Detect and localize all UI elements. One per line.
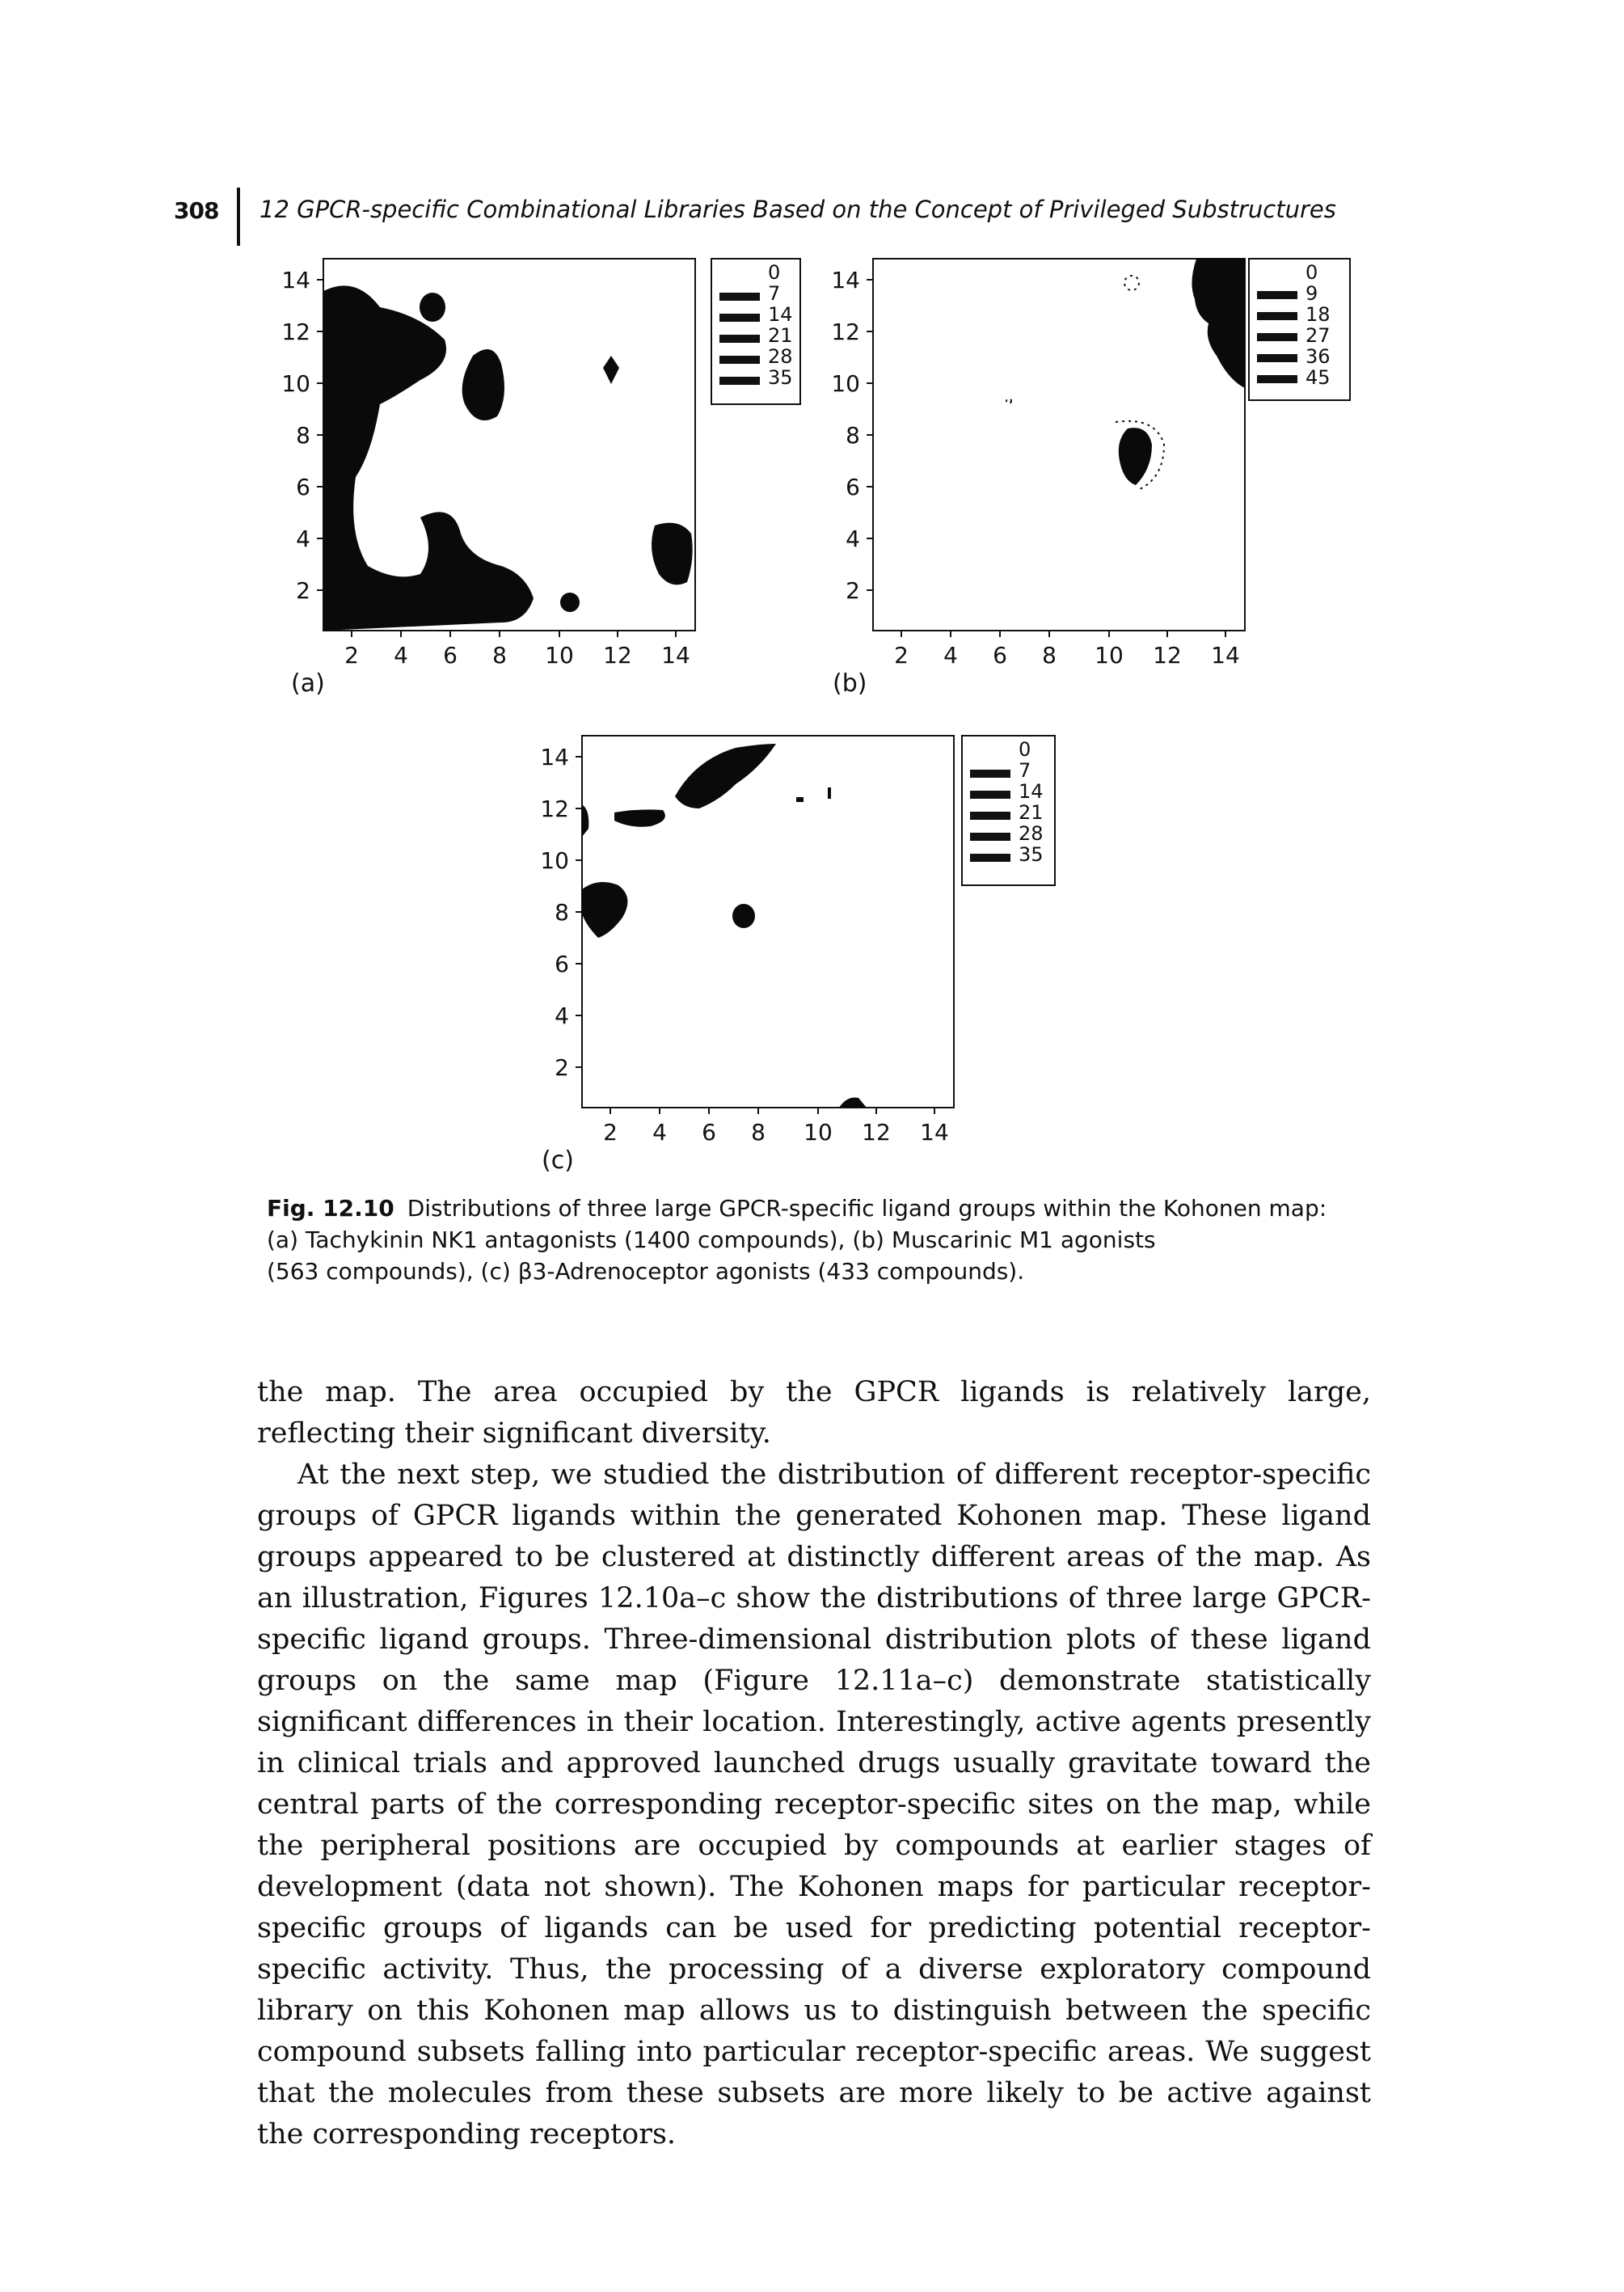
- x-axis: 2 4 6 8 10 12 14: [603, 1108, 949, 1146]
- y-tick-label: 8: [555, 899, 569, 926]
- x-tick-label: 2: [344, 642, 359, 669]
- panel-label: (c): [542, 1146, 574, 1175]
- running-head: 308 12 GPCR-specific Combinational Libra…: [174, 188, 1467, 246]
- y-tick-label: 12: [831, 319, 860, 345]
- chapter-title: 12 GPCR-specific Combinational Libraries…: [259, 196, 1336, 223]
- x-tick-label: 2: [603, 1119, 618, 1146]
- x-tick-label: 4: [943, 642, 958, 669]
- legend: 0 9 18 27 36 45: [1248, 258, 1351, 401]
- legend-label: 0: [1306, 261, 1318, 284]
- kohonen-map-panel-c: 14 12 10 8 6 4 2 2 4 6 8 10 12 14 (c): [540, 735, 1056, 1175]
- density-regions: [582, 744, 867, 1108]
- legend-label: 0: [768, 261, 780, 284]
- panel-label: (a): [291, 669, 325, 698]
- legend-label: 21: [1019, 801, 1044, 824]
- plot-frame: [581, 735, 955, 1108]
- y-tick-label: 10: [540, 847, 569, 874]
- y-tick-label: 6: [846, 474, 860, 500]
- paragraph: At the next step, we studied the distrib…: [257, 1458, 1371, 2151]
- density-regions: [323, 285, 693, 631]
- y-tick-label: 4: [296, 526, 310, 552]
- y-axis: 14 12 10 8 6 4 2: [540, 744, 582, 1081]
- x-tick-label: 8: [492, 642, 507, 669]
- y-tick-label: 4: [555, 1002, 569, 1029]
- x-tick-label: 8: [1042, 642, 1057, 669]
- legend: 0 7 14 21 28 35: [711, 258, 801, 405]
- body-text: the map. The area occupied by the GPCR l…: [257, 1372, 1371, 2155]
- legend-label: 7: [1019, 759, 1031, 782]
- y-axis: 14 12 10 8 6 4 2: [281, 267, 323, 604]
- x-tick-label: 14: [661, 642, 690, 669]
- x-tick-label: 12: [862, 1119, 891, 1146]
- legend-label: 27: [1306, 324, 1331, 347]
- x-tick-label: 14: [1211, 642, 1240, 669]
- x-axis: 2 4 6 8 10 12 14: [344, 631, 690, 669]
- y-tick-label: 6: [555, 951, 569, 977]
- x-tick-label: 12: [1153, 642, 1182, 669]
- x-tick-label: 12: [603, 642, 632, 669]
- density-regions: [1118, 259, 1245, 485]
- legend-label: 14: [1019, 780, 1044, 803]
- plot-frame: [872, 258, 1246, 631]
- figure-caption: Fig. 12.10 Distributions of three large G…: [267, 1192, 1366, 1287]
- legend-label: 0: [1019, 738, 1031, 761]
- legend-label: 36: [1306, 345, 1331, 368]
- y-tick-label: 12: [540, 796, 569, 822]
- y-tick-label: 8: [846, 422, 860, 449]
- legend-label: 28: [1019, 822, 1044, 845]
- y-tick-label: 6: [296, 474, 310, 500]
- legend-label: 18: [1306, 303, 1331, 326]
- kohonen-map-panel-a: 14 12 10 8 6 4 2 2 4 6 8 10 12 14 (a): [281, 258, 801, 698]
- caption-line: (a) Tachykinin NK1 antagonists (1400 com…: [267, 1226, 1156, 1253]
- x-tick-label: 4: [394, 642, 408, 669]
- legend-label: 14: [768, 303, 793, 326]
- x-tick-label: 8: [751, 1119, 766, 1146]
- y-tick-label: 14: [831, 267, 860, 293]
- legend-label: 21: [768, 324, 793, 347]
- y-tick-label: 14: [540, 744, 569, 770]
- x-tick-label: 4: [652, 1119, 667, 1146]
- x-tick-label: 2: [894, 642, 909, 669]
- x-tick-label: 6: [443, 642, 458, 669]
- page-number: 308: [174, 197, 219, 224]
- running-head-rule: [237, 188, 240, 246]
- x-tick-label: 10: [1095, 642, 1124, 669]
- legend-label: 28: [768, 345, 793, 368]
- legend-label: 45: [1306, 366, 1331, 389]
- y-tick-label: 12: [281, 319, 310, 345]
- x-tick-label: 6: [993, 642, 1007, 669]
- y-axis: 14 12 10 8 6 4 2: [831, 267, 873, 604]
- y-tick-label: 2: [296, 577, 310, 604]
- paragraph: the map. The area occupied by the GPCR l…: [257, 1376, 1371, 1450]
- y-tick-label: 4: [846, 526, 860, 552]
- y-tick-label: 8: [296, 422, 310, 449]
- y-tick-label: 14: [281, 267, 310, 293]
- legend-label: 35: [1019, 843, 1044, 866]
- legend-label: 7: [768, 282, 780, 305]
- x-axis: 2 4 6 8 10 12 14: [894, 631, 1240, 669]
- y-tick-label: 10: [281, 370, 310, 397]
- caption-line: (563 compounds), (c) β3-Adrenoceptor ago…: [267, 1258, 1025, 1285]
- figure-12-10: 14 12 10 8 6 4 2 2 4 6 8 10 12 14 (a): [281, 258, 1351, 1175]
- x-tick-label: 10: [545, 642, 574, 669]
- x-tick-label: 6: [702, 1119, 716, 1146]
- legend-label: 9: [1306, 282, 1318, 305]
- figure-label: Fig. 12.10: [267, 1195, 394, 1222]
- x-tick-label: 10: [804, 1119, 833, 1146]
- kohonen-map-panel-b: 14 12 10 8 6 4 2 2 4 6 8 10 12 14 (b): [831, 258, 1351, 698]
- y-tick-label: 10: [831, 370, 860, 397]
- legend: 0 7 14 21 28 35: [961, 735, 1056, 886]
- caption-line: Distributions of three large GPCR-specif…: [407, 1195, 1327, 1222]
- legend-label: 35: [768, 366, 793, 389]
- x-tick-label: 14: [920, 1119, 949, 1146]
- y-tick-label: 2: [846, 577, 860, 604]
- y-tick-label: 2: [555, 1054, 569, 1081]
- panel-label: (b): [833, 669, 867, 698]
